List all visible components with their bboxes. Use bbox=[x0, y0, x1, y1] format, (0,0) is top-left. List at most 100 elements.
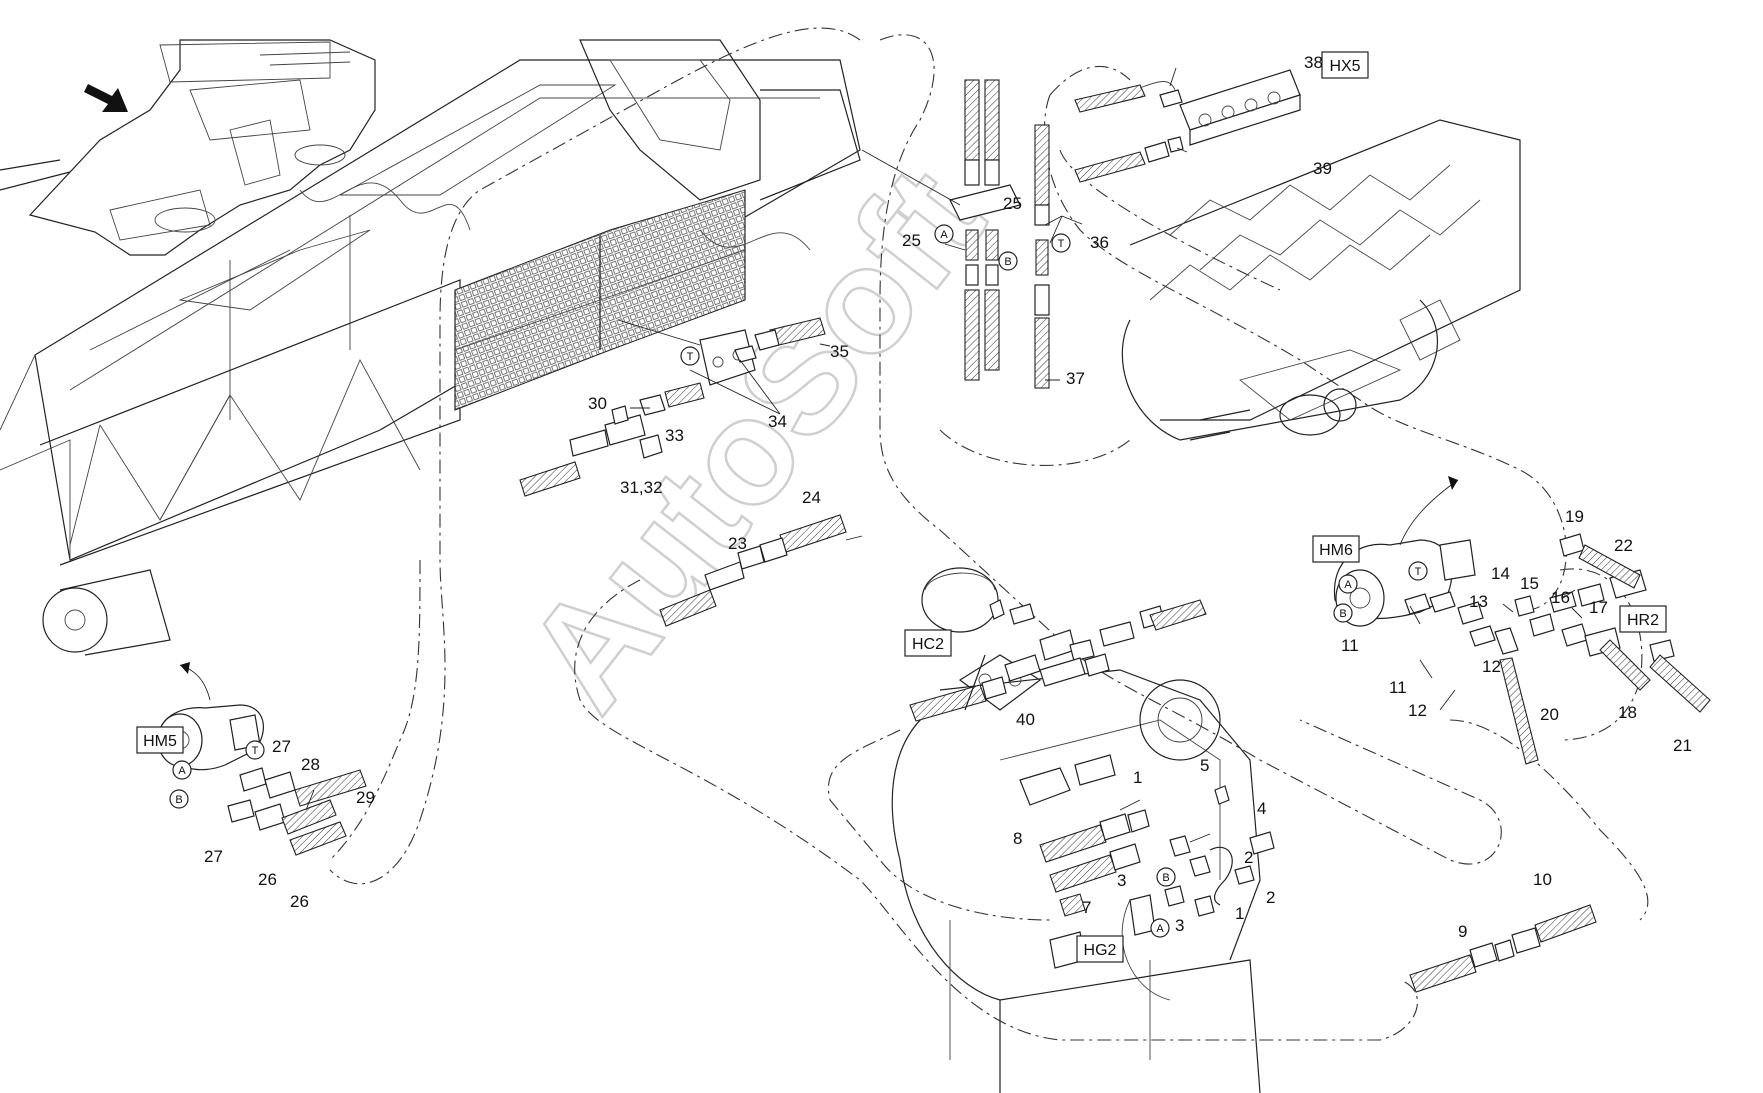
part-label: 2 bbox=[1244, 848, 1253, 867]
hm5-code-box bbox=[136, 726, 184, 754]
svg-text:B: B bbox=[1162, 872, 1169, 884]
component-codes: HX5 HM6 HR2 HC2 HM5 HG2 bbox=[136, 51, 1667, 963]
part-label: 11 bbox=[1389, 678, 1407, 697]
arrow-icon bbox=[84, 84, 128, 112]
part-label: 38 bbox=[1304, 53, 1323, 72]
part-label: 28 bbox=[301, 755, 320, 774]
port-a-marker: A bbox=[1150, 918, 1170, 938]
hc2-code: HC2 bbox=[912, 636, 944, 653]
port-t-marker: T bbox=[1408, 561, 1428, 581]
conveyor-assembly bbox=[0, 39, 861, 656]
part-label: 37 bbox=[1066, 369, 1085, 388]
svg-text:T: T bbox=[687, 351, 694, 363]
part-label: 8 bbox=[1013, 829, 1022, 848]
hg2-code-box bbox=[1076, 935, 1124, 963]
part-label: 16 bbox=[1551, 588, 1570, 607]
part-label: 15 bbox=[1520, 574, 1539, 593]
port-b-marker: B bbox=[1333, 603, 1353, 623]
machine-thumbnail bbox=[0, 39, 376, 256]
part-label: 26 bbox=[290, 892, 309, 911]
hc2-accumulator-group bbox=[909, 567, 1207, 722]
part-label: 17 bbox=[1589, 598, 1608, 617]
hg2-code: HG2 bbox=[1084, 942, 1117, 959]
part-label: 3 bbox=[1175, 916, 1184, 935]
hx5-code: HX5 bbox=[1329, 58, 1360, 75]
part-label: 14 bbox=[1491, 564, 1510, 583]
vertical-hose-group bbox=[861, 79, 1050, 389]
part-label: 20 bbox=[1540, 705, 1559, 724]
hx5-manifold-group bbox=[1074, 67, 1301, 183]
part-label: 39 bbox=[1313, 159, 1332, 178]
part-label: 12 bbox=[1408, 701, 1427, 720]
svg-text:A: A bbox=[1156, 923, 1164, 935]
part-label: 33 bbox=[665, 426, 684, 445]
part-label: 7 bbox=[1082, 898, 1091, 917]
hc2-code-box bbox=[904, 629, 952, 657]
svg-text:A: A bbox=[940, 229, 948, 241]
hm5-code: HM5 bbox=[143, 733, 177, 750]
svg-text:T: T bbox=[252, 745, 259, 757]
part-label: 2 bbox=[1266, 888, 1275, 907]
leader-lines bbox=[305, 215, 1583, 843]
port-a-marker: A bbox=[172, 760, 192, 780]
port-t-marker: T bbox=[245, 740, 265, 760]
part-label: 18 bbox=[1618, 703, 1637, 722]
hydraulic-lines bbox=[329, 27, 1649, 1041]
part-label: 12 bbox=[1482, 657, 1501, 676]
port-b-marker: B bbox=[169, 789, 189, 809]
part-label: 34 bbox=[768, 412, 787, 431]
part-label: 26 bbox=[258, 870, 277, 889]
port-b-marker: B bbox=[998, 251, 1018, 271]
hose-group-9-10 bbox=[1409, 904, 1597, 993]
fitting-group-23-24 bbox=[659, 514, 863, 627]
svg-text:T: T bbox=[1415, 566, 1422, 578]
part-label: 31,32 bbox=[620, 478, 663, 497]
svg-text:B: B bbox=[1339, 608, 1346, 620]
part-label: 3 bbox=[1117, 871, 1126, 890]
fitting-group-30-35 bbox=[519, 317, 826, 497]
part-label: 11 bbox=[1341, 636, 1359, 655]
hm6-code: HM6 bbox=[1319, 542, 1353, 559]
part-label: 10 bbox=[1533, 870, 1552, 889]
part-label: 40 bbox=[1016, 710, 1035, 729]
port-b-marker: B bbox=[1156, 867, 1176, 887]
hr2-code: HR2 bbox=[1627, 612, 1659, 629]
part-label: 19 bbox=[1565, 507, 1584, 526]
svg-text:T: T bbox=[1058, 238, 1065, 250]
svg-text:B: B bbox=[175, 794, 182, 806]
part-label: 23 bbox=[728, 534, 747, 553]
part-label: 9 bbox=[1458, 922, 1467, 941]
part-label: 27 bbox=[204, 847, 223, 866]
hm6-code-box bbox=[1312, 535, 1360, 563]
part-label: 36 bbox=[1090, 233, 1109, 252]
part-label: 27 bbox=[272, 737, 291, 756]
part-label: 21 bbox=[1673, 736, 1692, 755]
port-t-marker: T bbox=[1051, 233, 1071, 253]
hg2-pump-group bbox=[1039, 785, 1275, 969]
part-label: 25 bbox=[902, 231, 921, 250]
part-label: 13 bbox=[1469, 592, 1488, 611]
hr2-code-box bbox=[1619, 605, 1667, 633]
part-label: 5 bbox=[1200, 756, 1209, 775]
svg-text:B: B bbox=[1004, 256, 1011, 268]
part-label: 1 bbox=[1133, 768, 1142, 787]
part-label: 35 bbox=[830, 342, 849, 361]
chain-conveyor-assembly bbox=[1121, 119, 1521, 441]
port-a-marker: A bbox=[934, 224, 954, 244]
port-a-marker: A bbox=[1338, 574, 1358, 594]
svg-text:A: A bbox=[178, 765, 186, 777]
part-label: 29 bbox=[356, 788, 375, 807]
port-t-marker: T bbox=[680, 346, 700, 366]
part-label: 22 bbox=[1614, 536, 1633, 555]
port-markers: A B T T A B T A B T B A bbox=[169, 224, 1428, 938]
part-labels: 1 1 2 2 3 3 4 5 7 8 9 10 11 11 12 12 13 … bbox=[204, 53, 1692, 941]
svg-text:A: A bbox=[1344, 579, 1352, 591]
part-label: 1 bbox=[1235, 904, 1244, 923]
part-label: 30 bbox=[588, 394, 607, 413]
hm5-motor-group bbox=[157, 662, 367, 856]
hx5-code-box bbox=[1321, 51, 1369, 79]
part-label: 24 bbox=[802, 488, 821, 507]
part-label: 25 bbox=[1003, 194, 1022, 213]
part-label: 4 bbox=[1257, 799, 1266, 818]
